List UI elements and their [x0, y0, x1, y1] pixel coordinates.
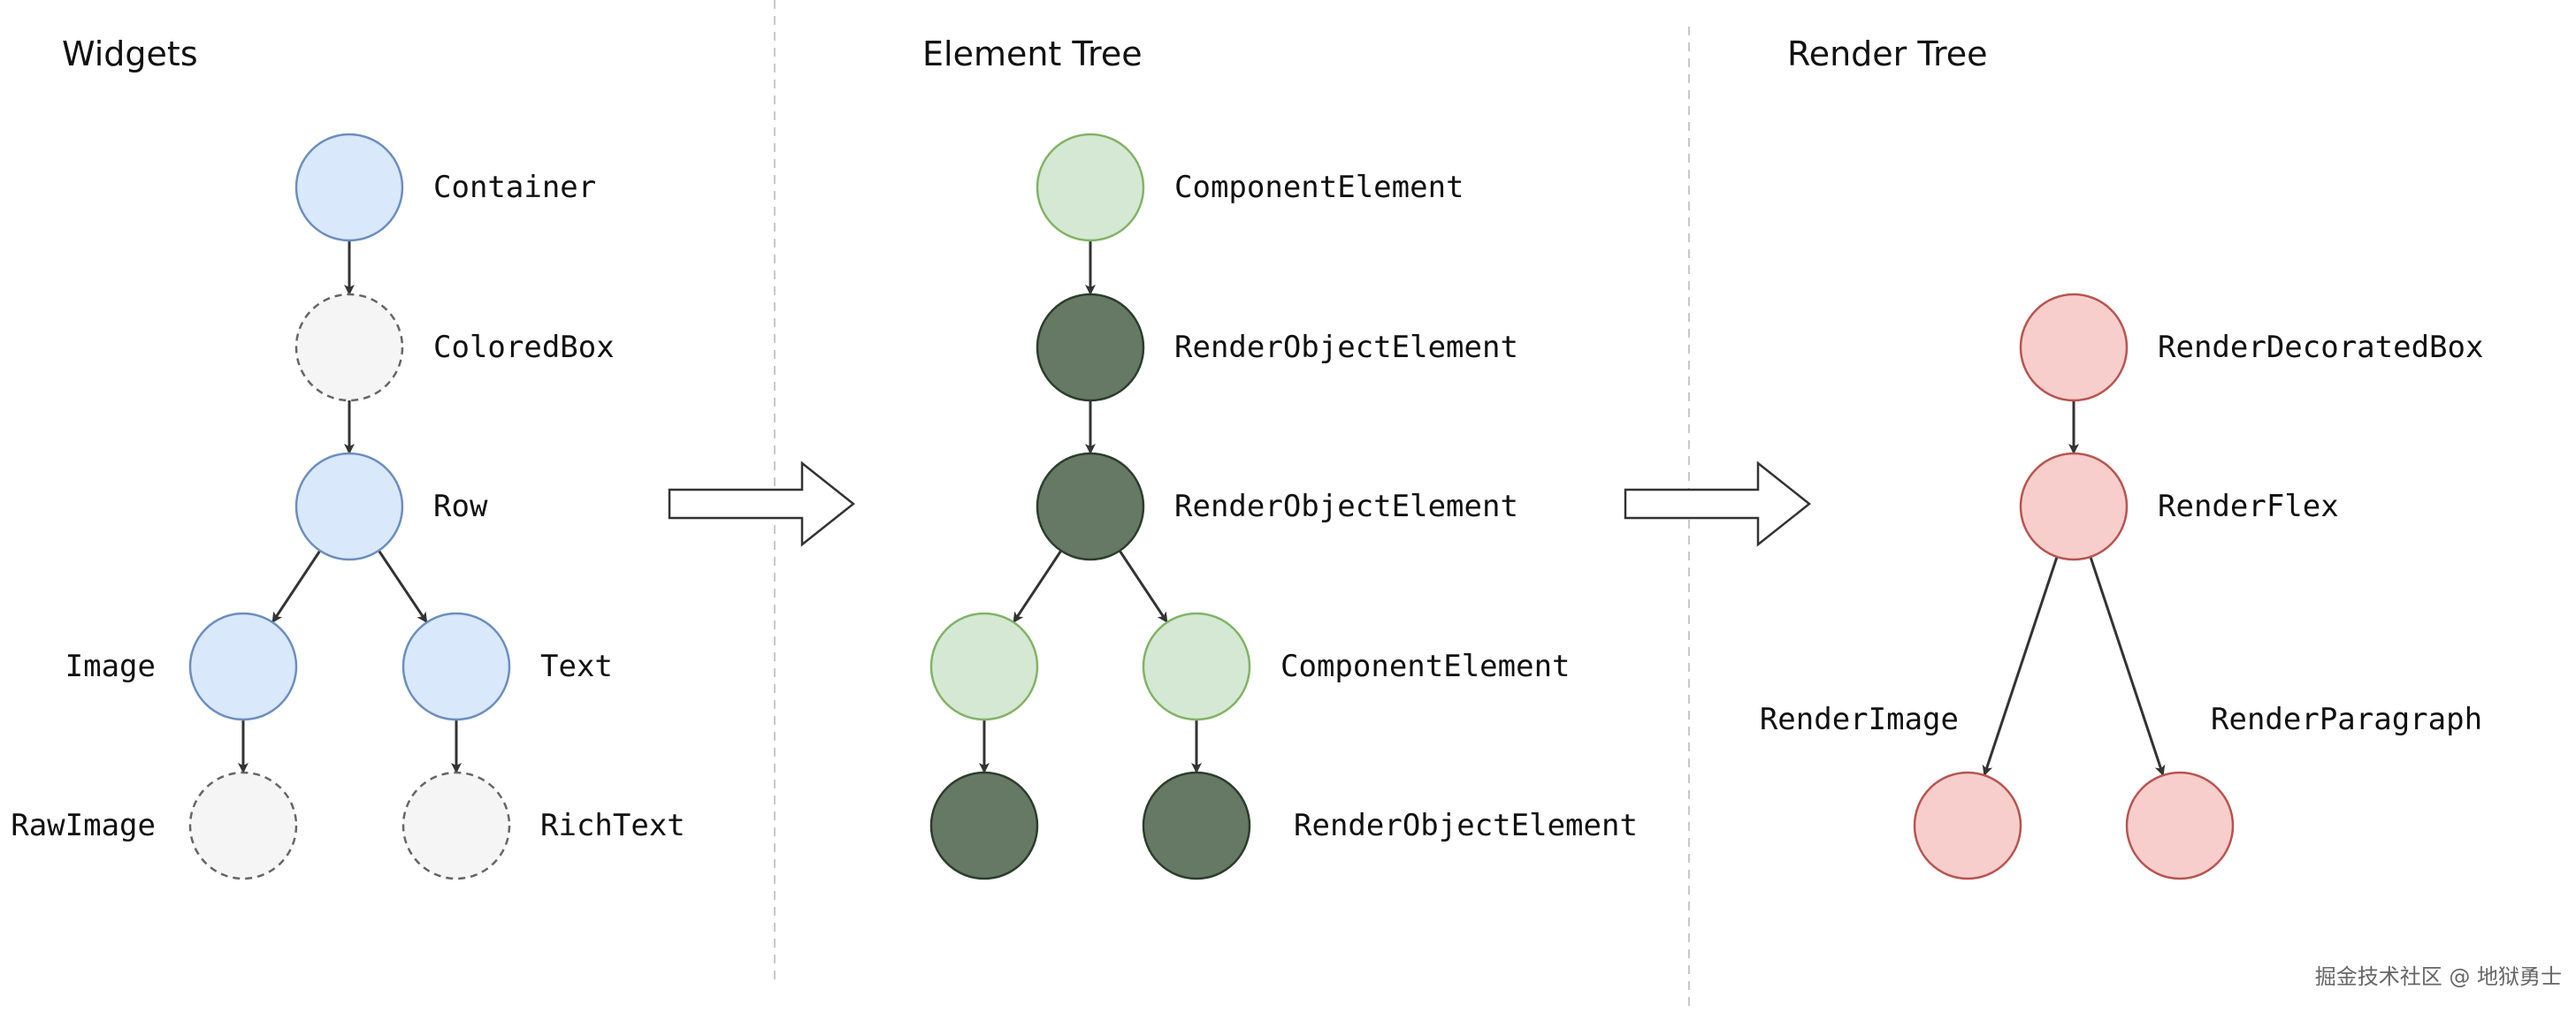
node-label-r_image: RenderImage [1760, 702, 1959, 737]
node-label-w_coloredbox: ColoredBox [433, 330, 615, 365]
node-w_richtext [401, 771, 511, 880]
transition-arrow-widgets-to-elements [668, 461, 856, 547]
node-r_para [2125, 771, 2235, 880]
node-w_container [294, 133, 404, 242]
edge-r_flex-to-r_image [1982, 556, 2059, 777]
watermark: 掘金技术社区 @ 地狱勇士 [2315, 964, 2562, 989]
edge-w_row-to-w_image [271, 550, 322, 623]
panel-title-render-tree: Render Tree [1787, 34, 1988, 73]
node-e_3 [1036, 452, 1145, 561]
transition-arrow-elements-to-render [1624, 461, 1812, 547]
node-w_rawimage [188, 771, 298, 880]
node-e_5 [1142, 612, 1251, 721]
node-label-r_para: RenderParagraph [2211, 702, 2482, 737]
panel-title-widgets: Widgets [62, 34, 198, 73]
node-r_image [1913, 771, 2022, 880]
node-r_flex [2019, 452, 2129, 561]
node-label-e_1: ComponentElement [1174, 170, 1464, 205]
panel-title-element-tree: Element Tree [922, 34, 1143, 73]
edge-e_3-to-e_4 [1013, 550, 1063, 623]
node-label-w_image: Image [65, 649, 156, 684]
node-label-w_richtext: RichText [540, 808, 685, 843]
node-w_text [401, 612, 511, 721]
transitions-layer [668, 461, 1812, 547]
node-label-r_flex: RenderFlex [2158, 489, 2339, 524]
edge-w_row-to-w_text [378, 550, 428, 623]
node-e_2 [1036, 293, 1145, 402]
node-label-w_container: Container [433, 170, 596, 205]
node-label-e_5: ComponentElement [1280, 649, 1571, 684]
edges-layer [238, 240, 2166, 777]
edge-e_3-to-e_5 [1118, 550, 1168, 623]
node-e_6 [929, 771, 1039, 880]
node-label-r_box: RenderDecoratedBox [2158, 330, 2483, 365]
node-r_box [2019, 293, 2129, 402]
node-e_1 [1036, 133, 1145, 242]
node-label-w_text: Text [540, 649, 613, 684]
node-w_image [188, 612, 298, 721]
node-label-w_rawimage: RawImage [11, 808, 156, 843]
edge-r_flex-to-r_para [2089, 556, 2166, 777]
node-w_row [294, 452, 404, 561]
node-label-e_7: RenderObjectElement [1294, 808, 1638, 843]
node-label-w_row: Row [433, 489, 488, 524]
node-e_4 [929, 612, 1039, 721]
node-label-e_2: RenderObjectElement [1174, 330, 1518, 365]
node-w_coloredbox [294, 293, 404, 402]
node-label-e_3: RenderObjectElement [1174, 489, 1518, 524]
node-e_7 [1142, 771, 1251, 880]
